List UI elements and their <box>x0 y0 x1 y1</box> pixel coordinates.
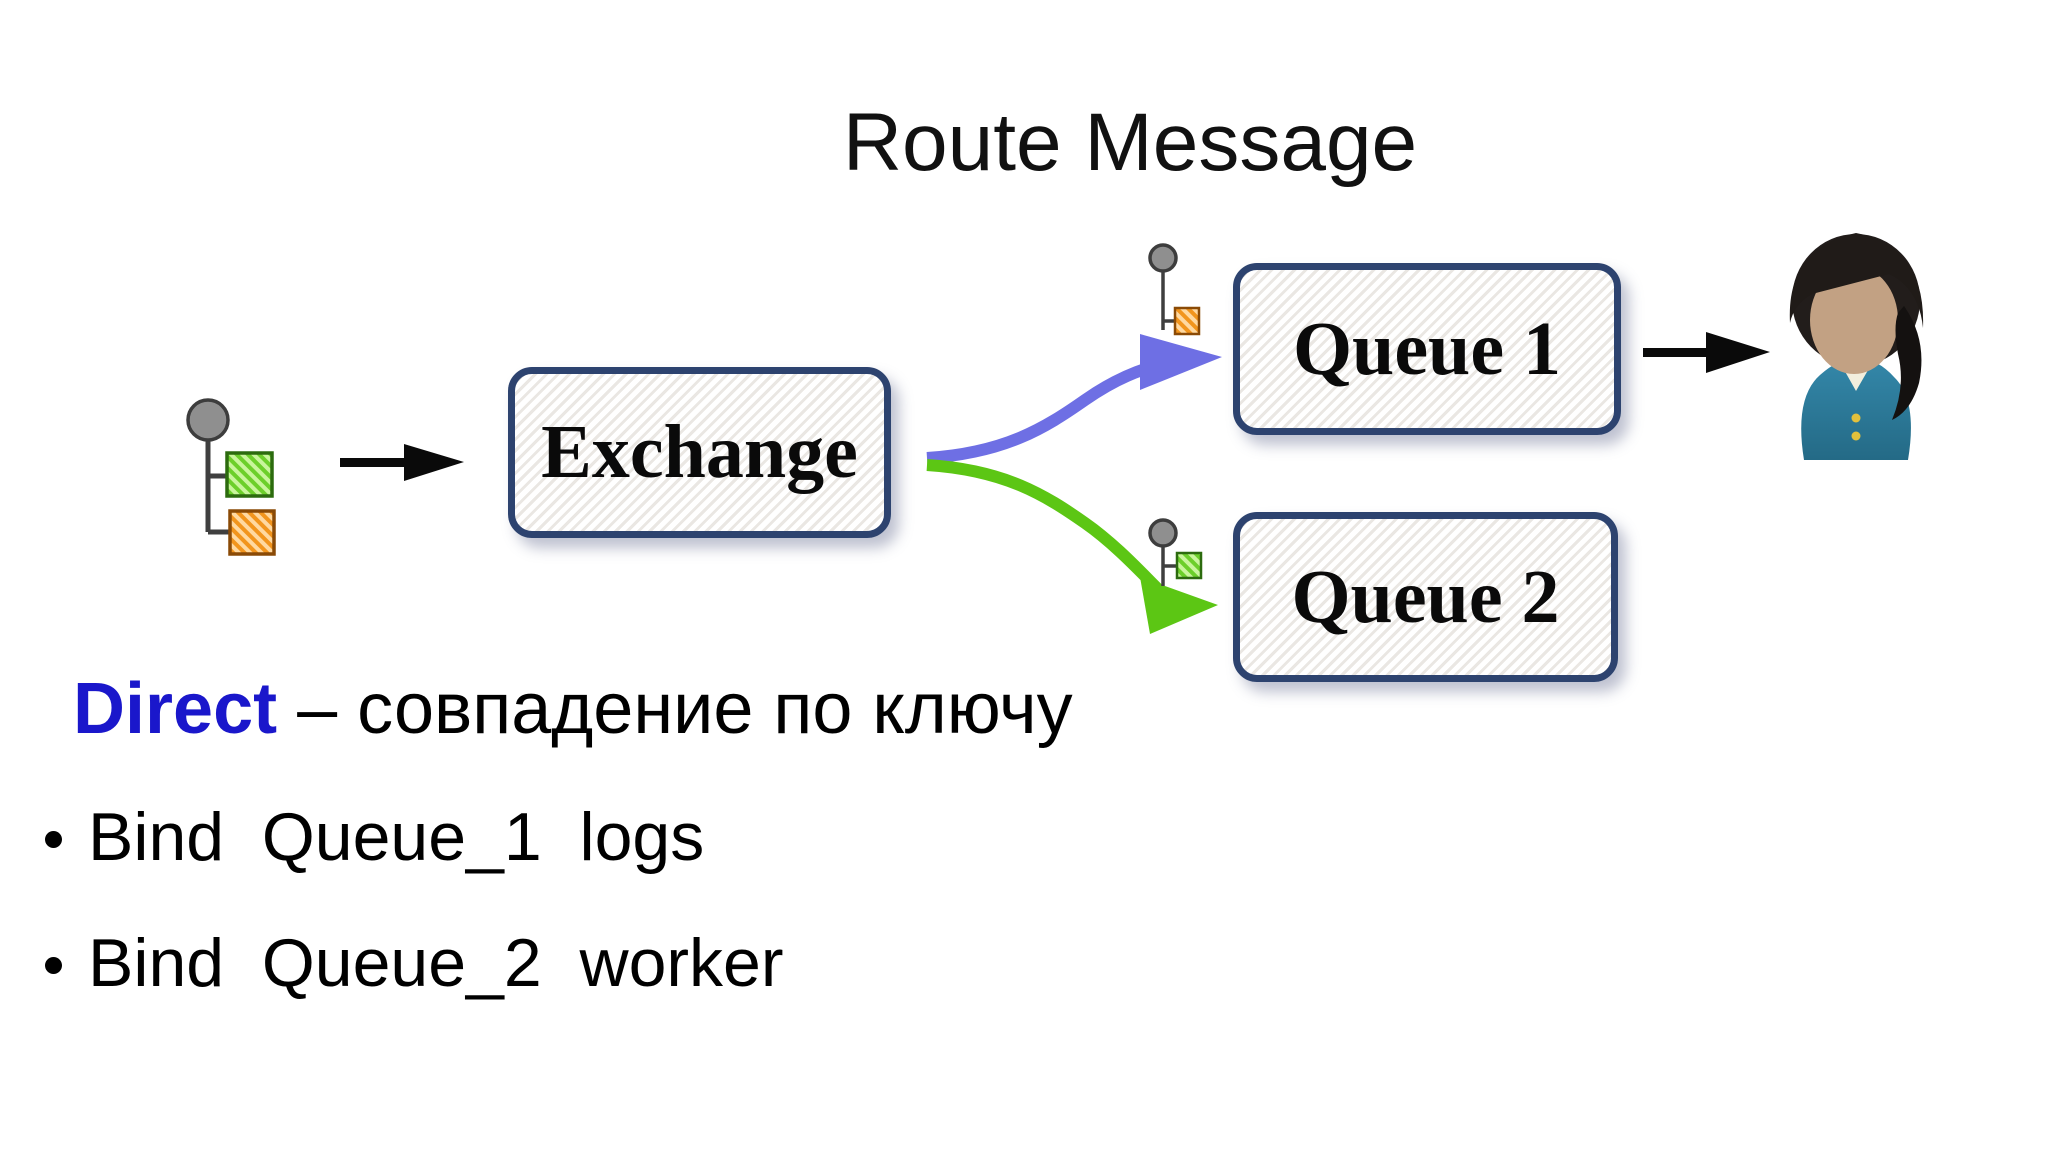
bullet-list: Bind Queue_1 logs Bind Queue_2 worker <box>45 797 784 1048</box>
bullet-text: Bind Queue_1 logs <box>88 799 705 875</box>
arrow-exchange-to-queue2-icon <box>926 459 1218 634</box>
routing-key-icon-queue1 <box>1148 243 1201 336</box>
queue1-node: Queue 1 <box>1233 263 1621 435</box>
queue2-label: Queue 2 <box>1291 554 1560 639</box>
direct-term: Direct <box>73 669 278 749</box>
exchange-node: Exchange <box>508 367 891 538</box>
exchange-label: Exchange <box>541 410 858 494</box>
bullet-dot-icon <box>45 956 62 974</box>
arrow-exchange-to-queue1-icon <box>926 334 1222 464</box>
producer-message-icon <box>186 398 276 556</box>
caption-line: Direct – совпадение по ключу <box>73 668 1073 751</box>
slide-title: Route Message <box>842 97 1418 188</box>
bullet-text: Bind Queue_2 worker <box>88 924 784 1001</box>
bullet-dot-icon <box>45 831 62 849</box>
queue2-node: Queue 2 <box>1233 512 1618 682</box>
bullet-item: Bind Queue_2 worker <box>45 923 784 1005</box>
arrow-producer-to-exchange-icon <box>340 444 464 481</box>
routing-key-icon-queue2 <box>1148 518 1203 586</box>
caption-rest: – совпадение по ключу <box>277 669 1073 749</box>
bullet-item: Bind Queue_1 logs <box>45 797 784 879</box>
arrow-queue1-to-consumer-icon <box>1643 332 1770 373</box>
queue1-label: Queue 1 <box>1292 306 1562 391</box>
consumer-person-icon <box>1789 233 1924 460</box>
